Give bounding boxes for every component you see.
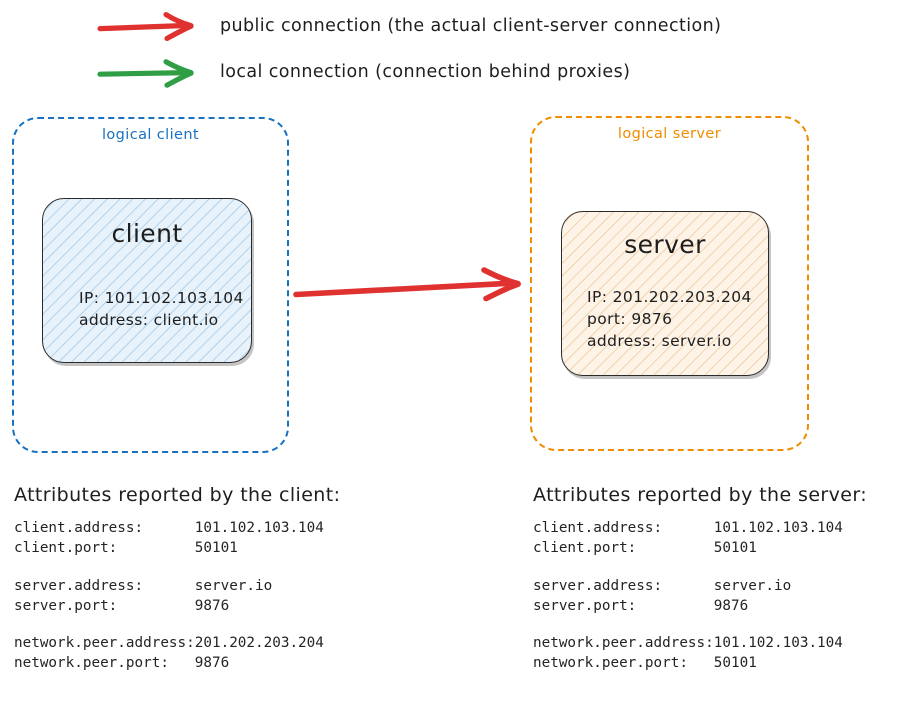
- attr-value: 9876: [194, 597, 230, 614]
- attr-key: network.peer.port:: [533, 655, 688, 672]
- attr-value: 201.202.203.204: [194, 635, 324, 652]
- table-row-spacer: [14, 559, 324, 576]
- table-row: client.port: 50101: [533, 538, 843, 558]
- server-node-title: server: [624, 230, 706, 259]
- attr-key: network.peer.address:: [14, 635, 195, 652]
- spacer-cell: [14, 559, 195, 576]
- logical-server-label: logical server: [617, 126, 722, 142]
- attr-key: client.address:: [14, 520, 144, 536]
- spacer-cell: [533, 616, 714, 633]
- client-node-details: IP: 101.102.103.104 address: client.io: [79, 287, 244, 331]
- attr-value: server.io: [713, 577, 792, 594]
- spacer-cell: [195, 559, 324, 576]
- table-row-spacer: [14, 616, 324, 633]
- spacer-cell: [14, 616, 195, 633]
- table-row-spacer: [533, 559, 843, 576]
- table-row: network.peer.port: 50101: [533, 653, 843, 673]
- table-row: client.address: 101.102.103.104: [533, 518, 843, 538]
- attr-key: client.port:: [533, 540, 637, 557]
- server-attributes-block: Attributes reported by the server: clien…: [533, 486, 867, 674]
- legend-label-local-connection: local connection (connection behind prox…: [220, 62, 631, 83]
- client-node-address: address: client.io: [79, 311, 219, 329]
- attr-value: server.io: [194, 577, 273, 594]
- attr-value: 101.102.103.104: [713, 520, 843, 536]
- attr-key: network.peer.port:: [14, 655, 169, 672]
- attr-key: server.port:: [533, 597, 637, 614]
- client-attributes-block: Attributes reported by the client: clien…: [14, 486, 340, 674]
- client-node-hatch-fill: [43, 199, 251, 362]
- server-node-hatch-fill: [562, 212, 768, 375]
- attr-value: 101.102.103.104: [713, 635, 843, 652]
- attr-key: server.address:: [14, 577, 144, 594]
- public-connection-arrow-icon: [292, 262, 532, 318]
- logical-server-container: logical server: [530, 116, 809, 451]
- spacer-cell: [195, 616, 324, 633]
- spacer-cell: [533, 559, 714, 576]
- attr-value: 50101: [713, 655, 757, 672]
- legend-item-public-connection: public connection (the actual client-ser…: [96, 10, 721, 44]
- server-node-port: port: 9876: [587, 310, 673, 328]
- client-node-title: client: [111, 219, 183, 248]
- table-row: server.port: 9876: [533, 596, 843, 616]
- attr-key: client.address:: [533, 520, 663, 536]
- table-row: server.address: server.io: [14, 576, 324, 596]
- spacer-cell: [714, 559, 843, 576]
- table-row-spacer: [533, 616, 843, 633]
- client-node-ip: IP: 101.102.103.104: [79, 289, 244, 307]
- server-node-details: IP: 201.202.203.204 port: 9876 address: …: [587, 286, 752, 352]
- spacer-cell: [714, 616, 843, 633]
- table-row: network.peer.port: 9876: [14, 653, 324, 673]
- attr-key: network.peer.address:: [533, 635, 714, 652]
- table-row: network.peer.address: 201.202.203.204: [14, 633, 324, 653]
- table-row: client.address: 101.102.103.104: [14, 518, 324, 538]
- table-row: server.port: 9876: [14, 596, 324, 616]
- legend-label-public-connection: public connection (the actual client-ser…: [220, 16, 722, 37]
- table-row: server.address: server.io: [533, 576, 843, 596]
- table-row: client.port: 50101: [14, 538, 324, 558]
- attr-key: client.port:: [14, 540, 118, 557]
- server-attributes-table: client.address: 101.102.103.104 client.p…: [533, 518, 843, 674]
- attr-key: server.address:: [533, 577, 663, 594]
- server-node[interactable]: server IP: 201.202.203.204 port: 9876 ad…: [561, 211, 769, 376]
- attr-value: 9876: [194, 655, 230, 672]
- logical-client-label: logical client: [101, 127, 200, 143]
- legend-item-local-connection: local connection (connection behind prox…: [96, 56, 630, 90]
- green-arrow-icon: [96, 56, 206, 90]
- server-attributes-heading: Attributes reported by the server:: [533, 484, 868, 506]
- table-row: network.peer.address: 101.102.103.104: [533, 633, 843, 653]
- logical-client-container: logical client: [12, 117, 289, 453]
- attr-value: 101.102.103.104: [194, 520, 324, 536]
- server-node-address: address: server.io: [587, 332, 732, 350]
- attr-value: 9876: [713, 597, 749, 614]
- server-node-ip: IP: 201.202.203.204: [587, 288, 752, 306]
- client-attributes-table: client.address: 101.102.103.104 client.p…: [14, 518, 324, 674]
- client-node[interactable]: client IP: 101.102.103.104 address: clie…: [42, 198, 252, 363]
- attr-value: 50101: [194, 540, 238, 557]
- attr-value: 50101: [713, 540, 757, 557]
- red-arrow-icon: [96, 10, 206, 44]
- client-attributes-heading: Attributes reported by the client:: [14, 484, 341, 506]
- attr-key: server.port:: [14, 597, 118, 614]
